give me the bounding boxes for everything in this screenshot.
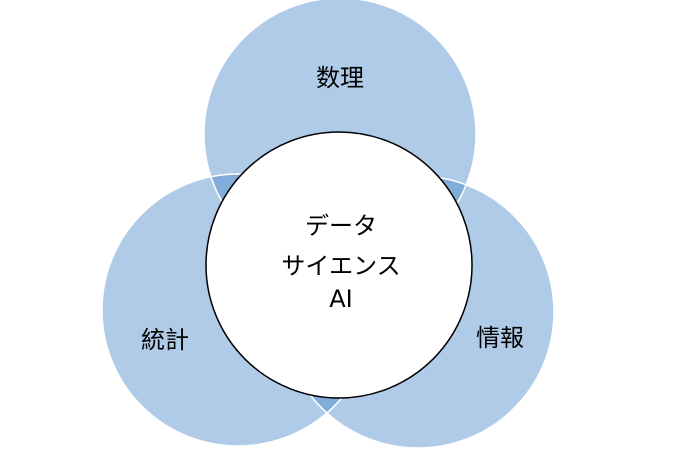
center-line-1: データ bbox=[305, 212, 377, 240]
center-circle bbox=[205, 131, 473, 399]
label-right: 情報 bbox=[476, 324, 524, 352]
center-line-2: サイエンス bbox=[281, 252, 400, 280]
label-left: 統計 bbox=[141, 326, 189, 354]
label-top: 数理 bbox=[316, 64, 364, 92]
center-line-3: AI bbox=[329, 285, 353, 313]
